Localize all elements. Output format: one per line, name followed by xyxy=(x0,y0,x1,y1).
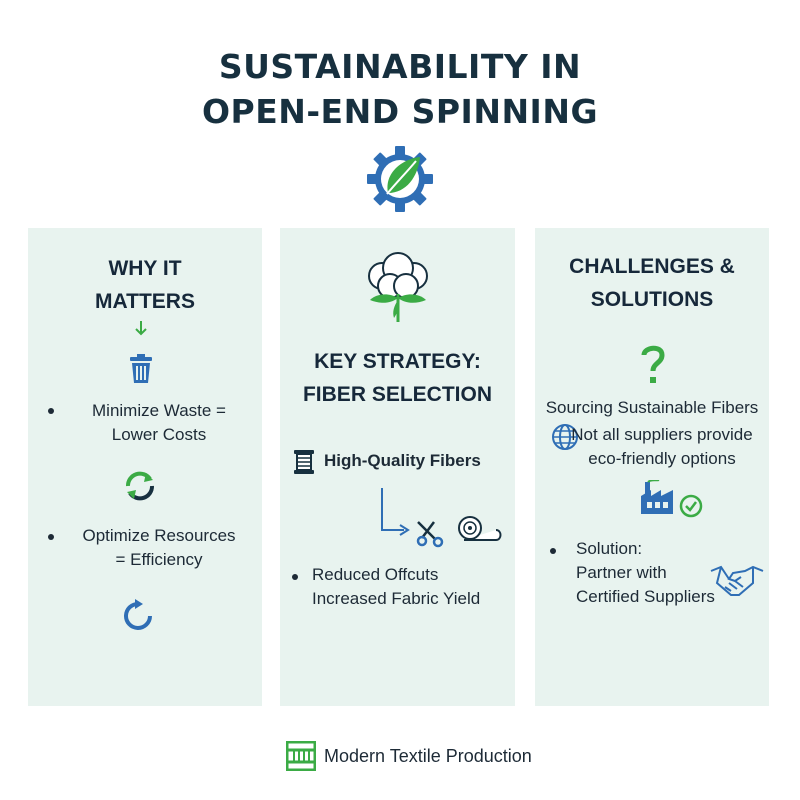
fiber-point-line-1: Reduced Offcuts xyxy=(312,565,439,584)
footer-label: Modern Textile Production xyxy=(324,745,532,766)
heading-line-2: FIBER SELECTION xyxy=(302,383,492,406)
factory-icon xyxy=(641,480,673,514)
heading-line-1: CHALLENGES & xyxy=(569,255,735,278)
arrow-down-icon xyxy=(135,321,147,336)
sourcing-line-1: Not all suppliers provide xyxy=(571,425,753,444)
refresh-icon xyxy=(124,599,152,630)
heading-line-2: SOLUTIONS xyxy=(590,288,714,311)
handshake-icon xyxy=(710,565,764,596)
point-1-line-1: Minimize Waste = xyxy=(92,401,226,420)
bullet xyxy=(292,574,298,580)
bullet xyxy=(550,548,556,554)
sourcing-note: Not all suppliers provide eco-friendly o… xyxy=(535,423,769,471)
solution-line-3: Certified Suppliers xyxy=(576,587,715,606)
fabric-roll-icon xyxy=(458,516,502,541)
cotton-plant-icon xyxy=(368,252,428,322)
gear-leaf-icon xyxy=(367,146,433,212)
question-mark-icon xyxy=(641,345,665,383)
panel-key-strategy: KEY STRATEGY: FIBER SELECTION High-Quali… xyxy=(280,228,515,706)
point-1: Minimize Waste = Lower Costs xyxy=(28,399,262,447)
fiber-point-line-2: Increased Fabric Yield xyxy=(312,589,481,608)
heading-line-2: MATTERS xyxy=(95,290,195,313)
heading-line-1: WHY IT xyxy=(108,257,182,280)
panel-heading: WHY IT MATTERS xyxy=(28,252,262,318)
fiber-point: Reduced Offcuts Increased Fabric Yield xyxy=(312,563,480,611)
bullet xyxy=(48,408,54,414)
solution-text: Solution: Partner with Certified Supplie… xyxy=(576,537,715,609)
bullet xyxy=(48,534,54,540)
point-2-line-2: = Efficiency xyxy=(115,550,203,569)
point-2: Optimize Resources = Efficiency xyxy=(28,524,262,572)
sourcing-line-2: eco-friendly options xyxy=(588,449,736,468)
globe-icon xyxy=(552,424,578,450)
check-circle-icon xyxy=(679,494,703,518)
trash-bin-icon xyxy=(130,354,152,383)
fibers-label: High-Quality Fibers xyxy=(324,451,481,470)
footer: Modern Textile Production xyxy=(286,740,532,772)
sourcing-title: Sourcing Sustainable Fibers xyxy=(545,398,759,417)
panel-why-it-matters: WHY IT MATTERS Minimize Waste = Lower Co… xyxy=(28,228,262,706)
loom-icon xyxy=(286,741,316,771)
solution-line-1: Solution: xyxy=(576,539,643,558)
point-2-line-1: Optimize Resources xyxy=(82,526,236,545)
title-line-1: SUSTAINABILITY IN xyxy=(218,47,582,86)
title-line-2: OPEN-END SPINNING xyxy=(201,92,599,131)
solution-line-2: Partner with xyxy=(576,563,667,582)
recycle-cycle-icon xyxy=(125,471,155,501)
panel-heading: KEY STRATEGY: FIBER SELECTION xyxy=(280,345,515,411)
arrow-right-icon xyxy=(381,488,410,536)
heading-line-1: KEY STRATEGY: xyxy=(314,350,481,373)
page-title: SUSTAINABILITY IN OPEN-END SPINNING xyxy=(0,44,800,134)
yarn-spool-icon xyxy=(294,450,314,474)
point-1-line-2: Lower Costs xyxy=(111,425,207,444)
panel-heading: CHALLENGES & SOLUTIONS xyxy=(535,250,769,316)
scissors-icon xyxy=(416,521,444,548)
panel-challenges-solutions: CHALLENGES & SOLUTIONS Sourcing Sustaina… xyxy=(535,228,769,706)
